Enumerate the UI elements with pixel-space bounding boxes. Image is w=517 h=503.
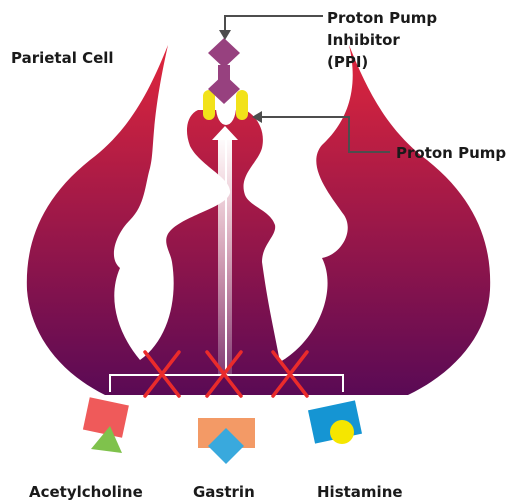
ppi-label-line1: Proton Pump [327,8,437,29]
ppi-label-line2: Inhibitor [327,30,400,51]
parietal-cell-body [27,45,490,395]
histamine-ligand-icon [330,420,354,444]
proton-pump-right [236,90,248,120]
proton-pump-label: Proton Pump [396,143,506,164]
acetylcholine-label: Acetylcholine [29,482,143,503]
ppi-callout-arrow [225,16,323,32]
proton-pump-left [203,90,215,120]
parietal-cell-label: Parietal Cell [11,48,114,69]
histamine-label: Histamine [317,482,403,503]
gastrin-label: Gastrin [193,482,255,503]
ppi-callout-arrowhead [219,30,231,40]
ppi-label-line3: (PPI) [327,52,368,73]
